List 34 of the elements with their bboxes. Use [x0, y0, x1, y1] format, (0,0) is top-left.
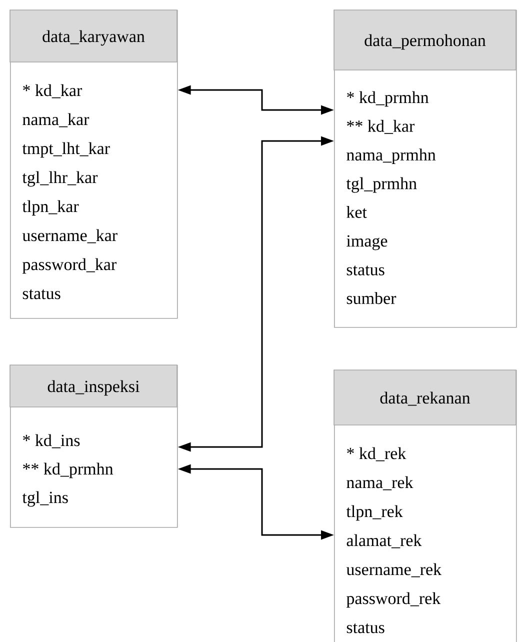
field-name: ket [346, 206, 367, 218]
field-name: nama_kar [22, 113, 90, 128]
field-name: ** kd_prmhn [23, 462, 114, 478]
table [334, 10, 517, 328]
field-name: image [346, 235, 388, 250]
field-name: tgl_prmhn [346, 177, 417, 193]
field-name: username_rek [346, 563, 442, 578]
table-header: data_karyawan [10, 10, 178, 62]
table [334, 370, 517, 642]
field-name: sumber [346, 292, 396, 304]
field-name: * kd_rek [347, 447, 406, 462]
field-name: alamat_rek [346, 534, 422, 548]
field-name: tlpn_rek [346, 505, 403, 521]
table-header: data_permohonan [334, 10, 516, 70]
field-name: tgl_ins [22, 491, 68, 507]
field-name: status [22, 289, 60, 300]
field-name: username_kar [22, 229, 118, 244]
table [10, 10, 178, 319]
field-name: ** kd_kar [347, 120, 414, 134]
field-name: password_rek [346, 592, 441, 608]
field-name: tgl_lhr_kar [22, 171, 98, 187]
field-name: tmpt_lht_kar [22, 142, 110, 158]
field-name: nama_rek [346, 476, 414, 490]
field-name: status [346, 266, 384, 276]
field-name: status [346, 623, 384, 634]
field-name: tlpn_kar [22, 200, 79, 216]
field-name: * kd_prmhn [347, 91, 429, 107]
field-name: * kd_kar [23, 84, 82, 98]
field-name: nama_prmhn [346, 148, 436, 164]
field-name: * kd_ins [23, 434, 80, 448]
field-name: password_kar [22, 258, 116, 274]
table-header: data_rekanan [334, 370, 516, 426]
table-header: data_inspeksi [10, 364, 178, 408]
table [10, 364, 178, 528]
